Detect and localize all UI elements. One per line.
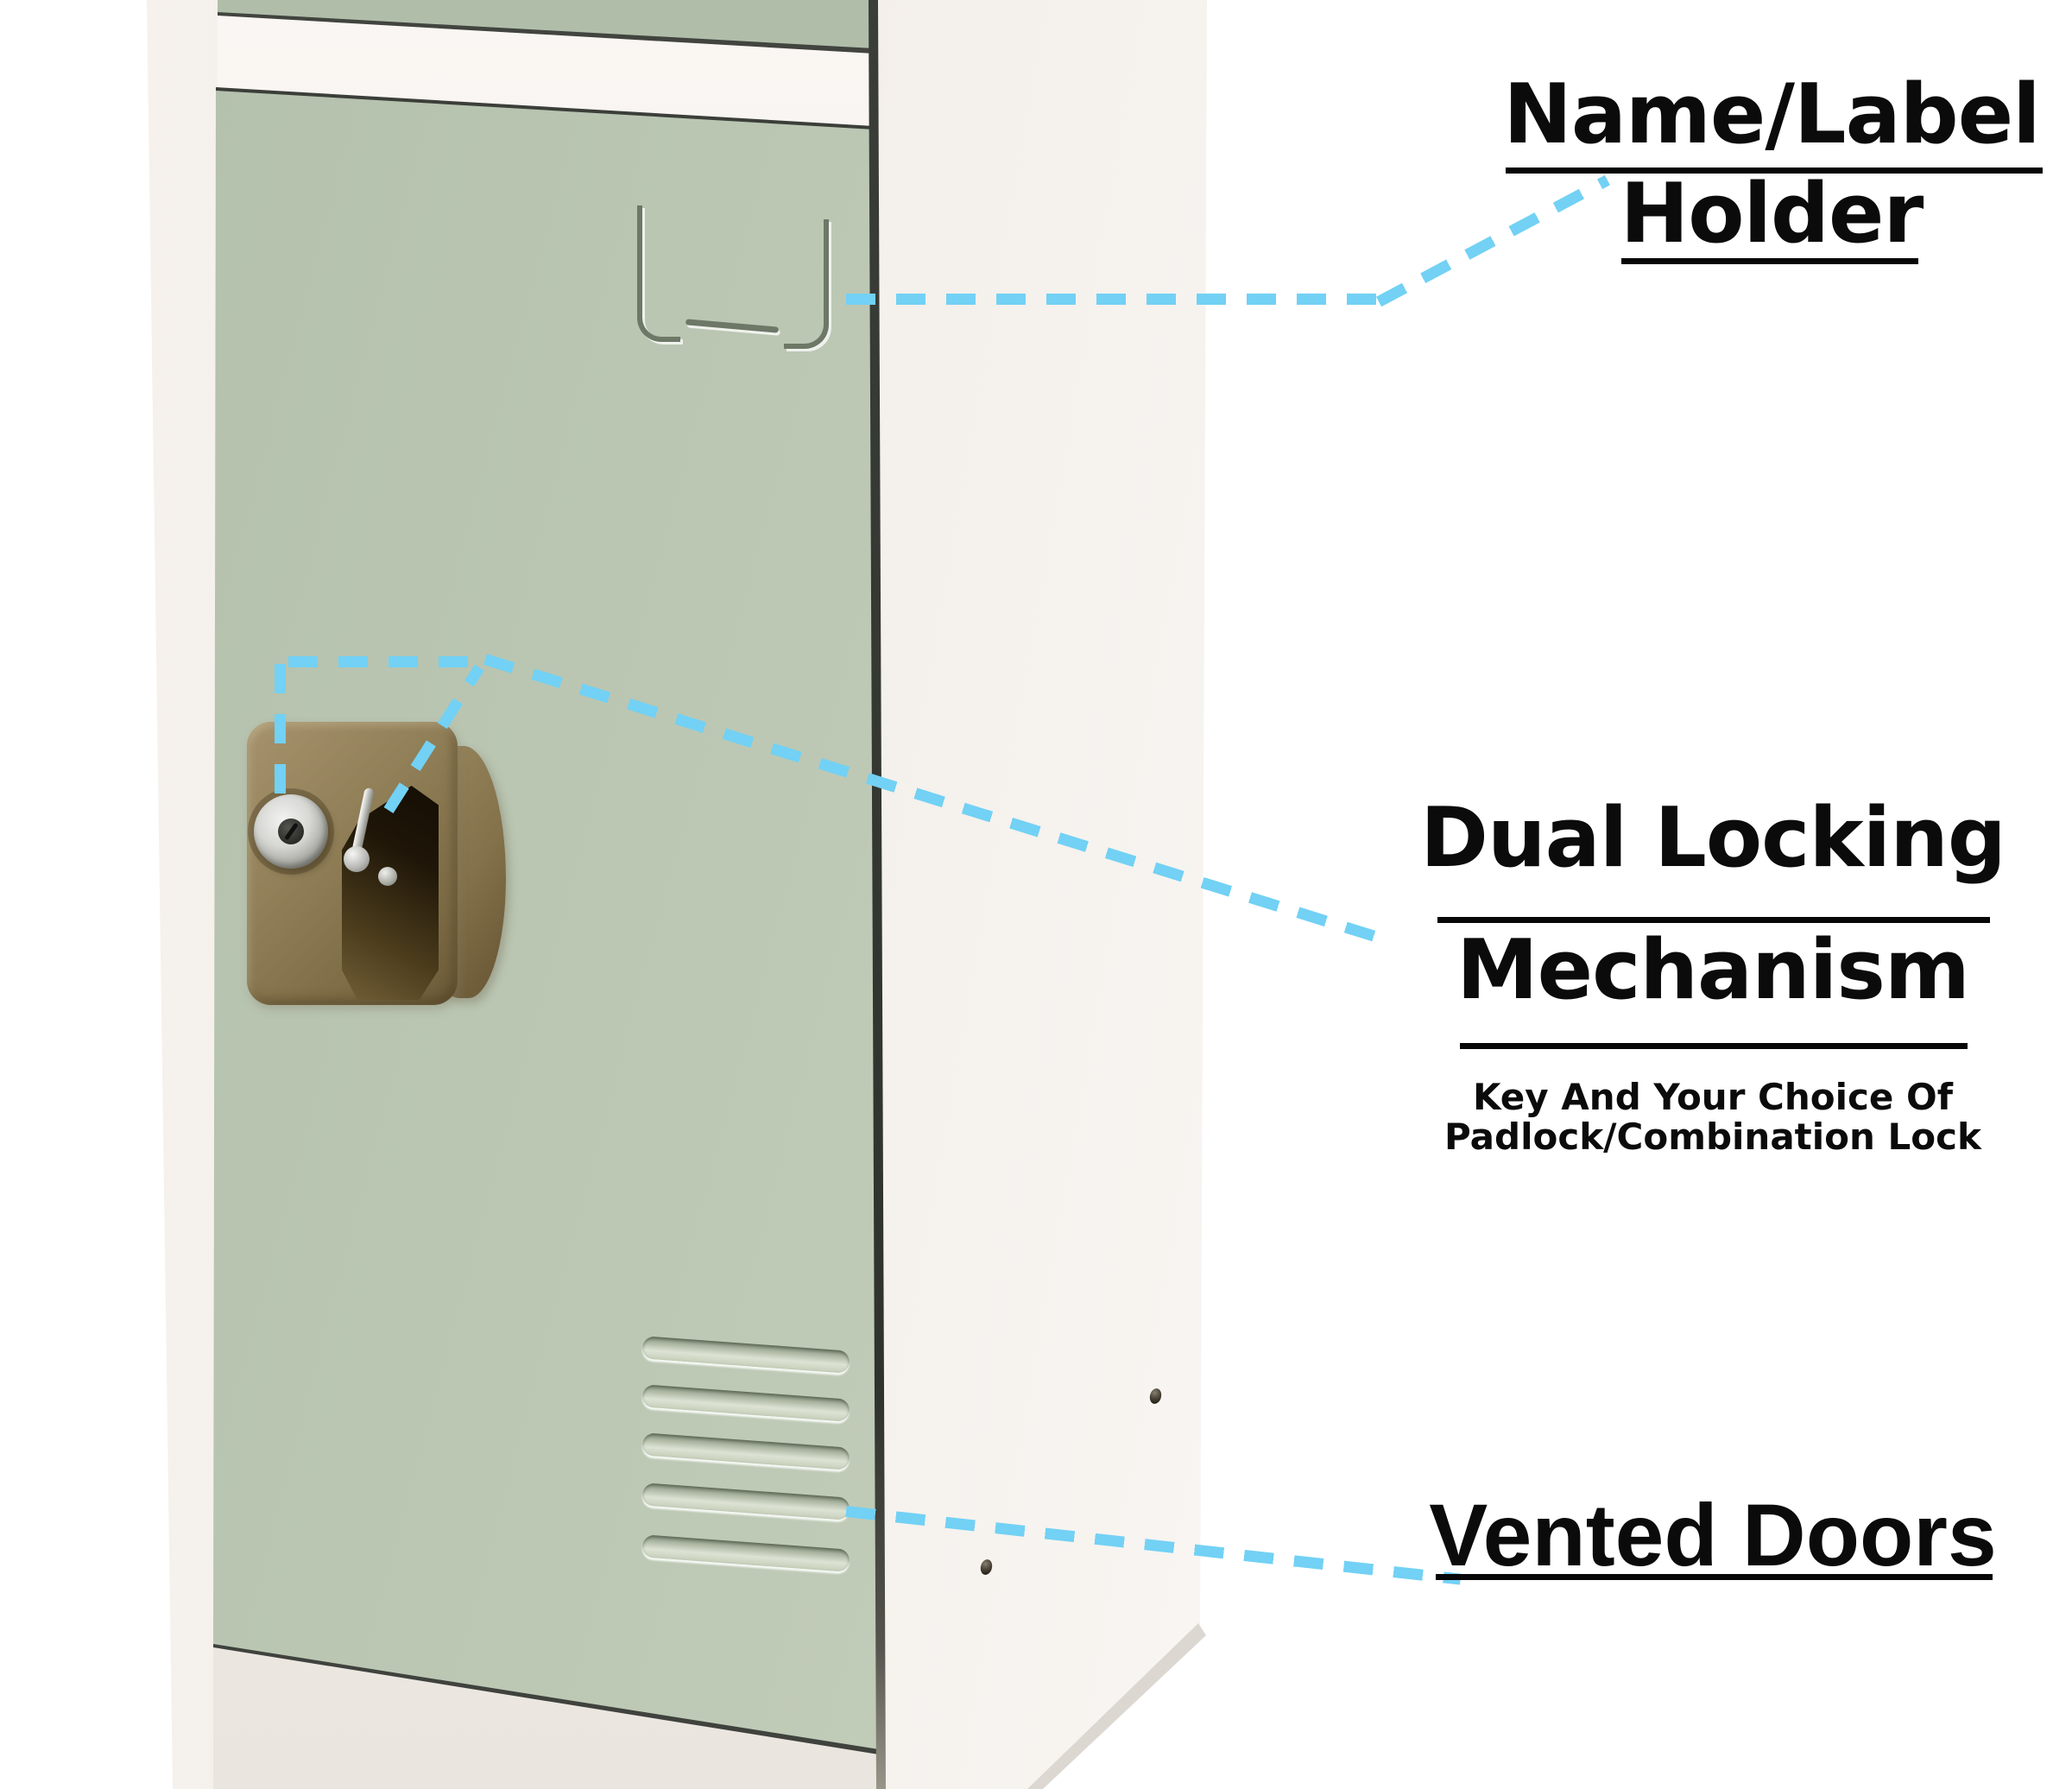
label-holder-leader-horizontal	[846, 294, 1383, 305]
lock-leader-keyhole-segment	[275, 664, 286, 793]
vented-doors-underline	[1436, 1574, 1993, 1580]
emboss-right-bracket	[784, 219, 829, 349]
vented-doors-title: Vented Doors	[1429, 1486, 1997, 1584]
vent-slat	[641, 1384, 850, 1422]
label-holder-underline-2	[1621, 258, 1918, 264]
vent-slat	[641, 1534, 850, 1572]
vent-slat	[641, 1482, 850, 1520]
label-holder-title-line1: Name/Label	[1503, 67, 2040, 162]
dual-locking-subtitle-line2: Padlock/Combination Lock	[1444, 1116, 1981, 1158]
emboss-left-bracket	[637, 205, 680, 342]
label-holder-underline-1	[1506, 168, 2043, 174]
latch-knob	[344, 846, 370, 872]
dual-locking-subtitle-line1: Key And Your Choice Of	[1473, 1076, 1953, 1118]
dual-locking-mechanism	[247, 720, 515, 1010]
dual-locking-underline-2	[1460, 1043, 1968, 1049]
latch-knob-small	[378, 867, 397, 886]
keyhole	[254, 794, 328, 869]
vent-slat	[641, 1432, 850, 1470]
label-holder-title-line2: Holder	[1620, 167, 1924, 262]
emboss-bottom-line	[685, 319, 780, 333]
dual-locking-title-line2: Mechanism	[1456, 923, 1970, 1018]
lock-leader-horizontal	[288, 656, 489, 667]
vented-door-louvers	[639, 1336, 860, 1603]
dual-locking-title-line1: Dual Locking	[1420, 791, 2006, 886]
dual-locking-underline-1	[1437, 917, 1990, 923]
name-label-holder-emboss	[635, 195, 829, 351]
